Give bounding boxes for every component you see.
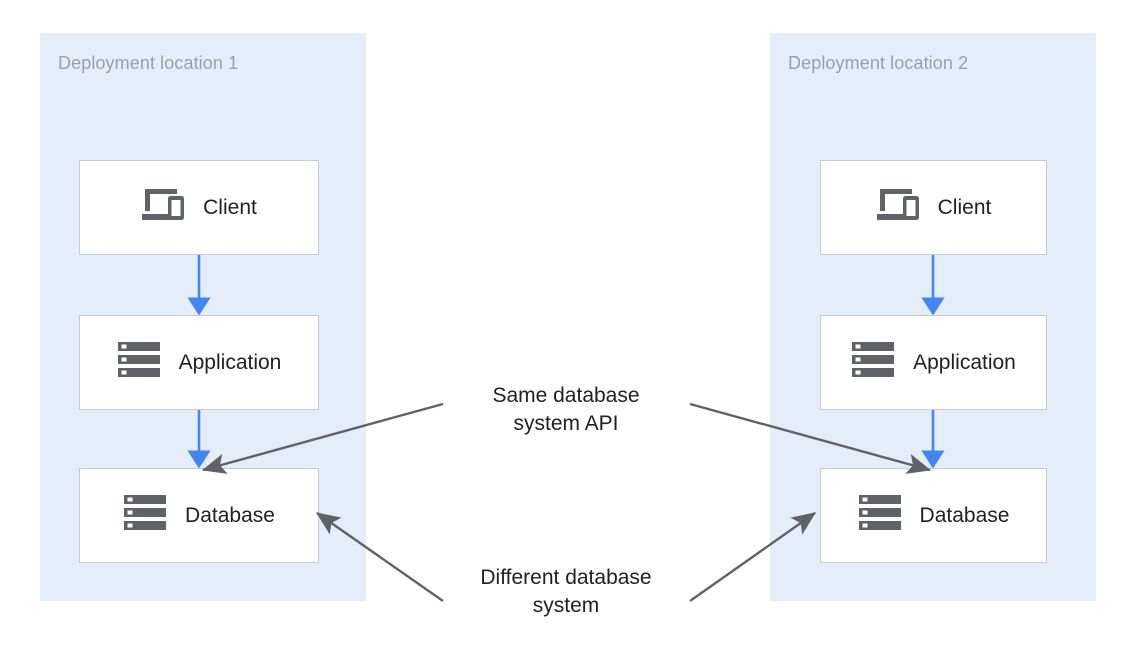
node-database-1-label: Database xyxy=(185,503,275,527)
annotation-same-api-line-2: system API xyxy=(513,411,619,435)
node-application-1-label: Application xyxy=(178,350,282,374)
node-client-2-label: Client xyxy=(937,195,992,219)
annotation-same-database-system-api: Same database system API xyxy=(446,382,686,437)
node-application-2-label: Application xyxy=(913,350,1016,374)
annotation-same-api-line-1: Same database xyxy=(492,384,640,407)
deployment-location-1-title: Deployment location 1 xyxy=(58,53,239,73)
server-icon xyxy=(117,340,163,385)
devices-icon xyxy=(876,187,922,228)
annotation-different-system-line-2: system xyxy=(532,593,600,617)
deployment-location-2-title: Deployment location 2 xyxy=(788,53,969,73)
server-icon xyxy=(858,493,904,538)
node-database-2[interactable]: Database xyxy=(820,468,1047,563)
server-icon xyxy=(123,493,169,538)
server-icon xyxy=(851,340,897,385)
node-database-1[interactable]: Database xyxy=(79,468,319,563)
devices-icon xyxy=(141,187,187,228)
annotation-different-database-system: Different database system xyxy=(446,564,686,619)
node-client-2[interactable]: Client xyxy=(820,160,1047,255)
annotation-different-system-line-1: Different database xyxy=(480,566,652,589)
node-client-1-label: Client xyxy=(203,195,257,219)
node-application-2[interactable]: Application xyxy=(820,315,1047,410)
node-database-2-label: Database xyxy=(919,503,1010,527)
node-client-1[interactable]: Client xyxy=(79,160,319,255)
node-application-1[interactable]: Application xyxy=(79,315,319,410)
